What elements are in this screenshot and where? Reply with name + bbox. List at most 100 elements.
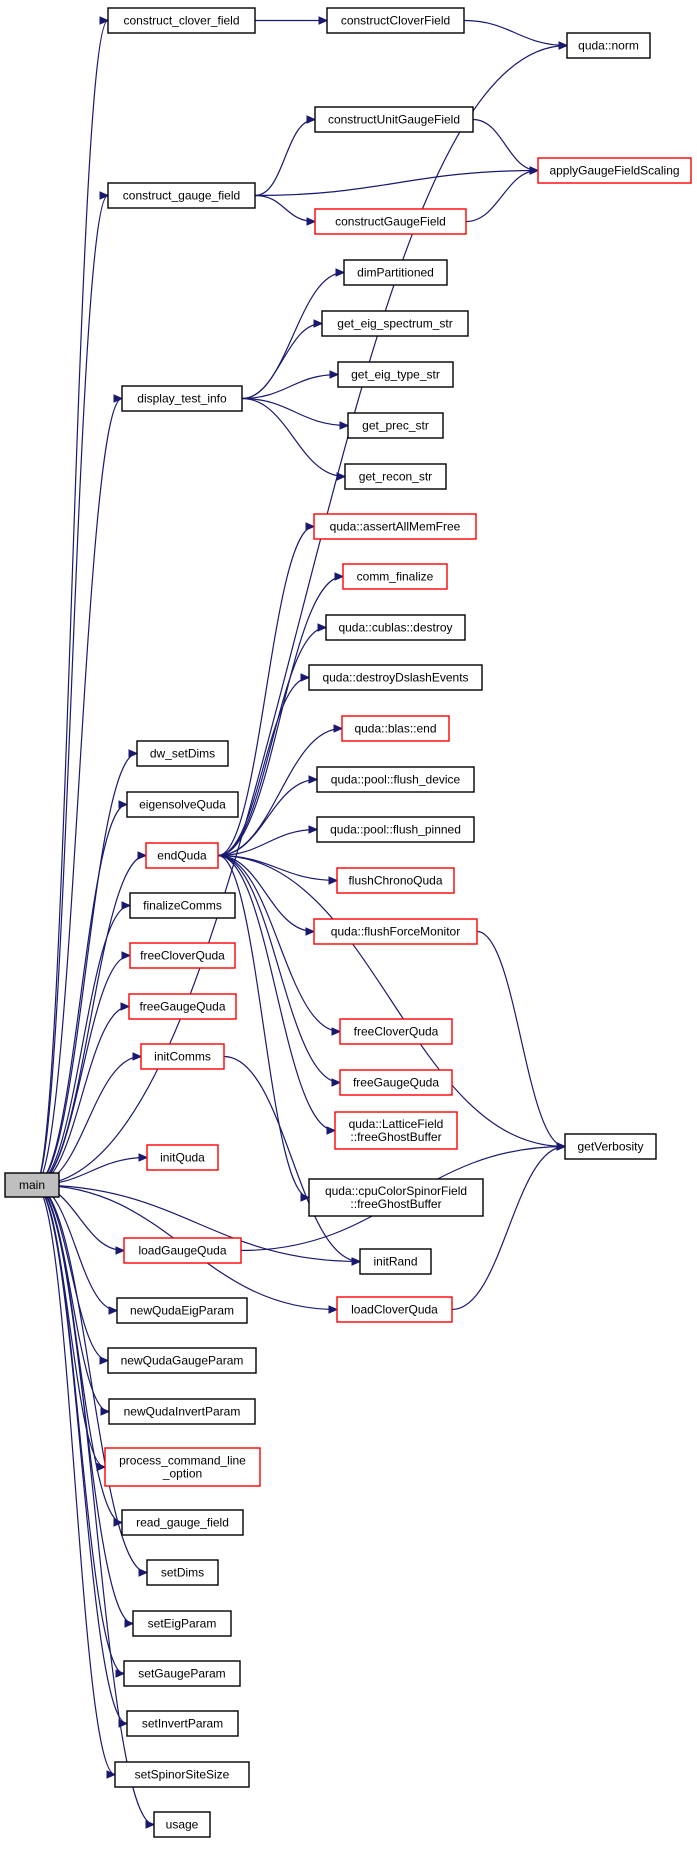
node-box[interactable] [336,867,455,894]
node-box[interactable] [140,1043,225,1070]
node-loadCloverQuda[interactable]: loadCloverQuda [336,1296,453,1323]
node-setInvertParam[interactable]: setInvertParam [126,1710,239,1737]
node-box[interactable] [337,361,454,388]
node-flush_pinned[interactable]: quda::pool::flush_pinned [316,816,475,843]
node-newQudaEigParam[interactable]: newQudaEigParam [116,1297,248,1324]
node-setGaugeParam[interactable]: setGaugeParam [123,1660,241,1687]
node-comm_finalize[interactable]: comm_finalize [342,563,448,590]
node-get_eig_type_str[interactable]: get_eig_type_str [337,361,454,388]
node-box[interactable] [359,1248,432,1275]
node-constructCloverField[interactable]: constructCloverField [326,7,465,34]
node-box[interactable] [123,1237,242,1264]
node-freeCloverQuda_r[interactable]: freeCloverQuda [339,1018,453,1045]
node-applyGaugeFieldScaling[interactable]: applyGaugeFieldScaling [537,157,692,184]
node-box[interactable] [339,1018,453,1045]
node-dw_setDims[interactable]: dw_setDims [136,740,229,767]
node-freeGaugeQuda_l[interactable]: freeGaugeQuda [128,993,237,1020]
node-box[interactable] [128,993,237,1020]
node-getVerbosity[interactable]: getVerbosity [564,1133,657,1160]
node-flushChronoQuda[interactable]: flushChronoQuda [336,867,455,894]
node-construct_clover_field[interactable]: construct_clover_field [107,7,256,34]
node-box[interactable] [108,1398,256,1425]
node-box[interactable] [136,740,229,767]
node-box[interactable] [308,664,483,691]
node-box[interactable] [114,1761,250,1788]
node-box[interactable] [308,1178,484,1217]
node-get_eig_spectrum_str[interactable]: get_eig_spectrum_str [321,310,469,337]
node-get_recon_str[interactable]: get_recon_str [344,463,447,490]
node-constructGaugeField[interactable]: constructGaugeField [314,208,467,235]
node-box[interactable] [145,842,219,869]
node-newQudaInvertParam[interactable]: newQudaInvertParam [108,1398,256,1425]
node-box[interactable] [121,1509,244,1536]
node-usage[interactable]: usage [153,1811,211,1838]
node-box[interactable] [132,1610,232,1637]
node-initQuda[interactable]: initQuda [146,1144,219,1171]
node-box[interactable] [107,7,256,34]
node-constructUnitGaugeField[interactable]: constructUnitGaugeField [314,106,474,133]
node-initRand[interactable]: initRand [359,1248,432,1275]
node-box[interactable] [4,1172,60,1198]
node-box[interactable] [342,563,448,590]
node-finalizeComms[interactable]: finalizeComms [129,892,236,919]
node-box[interactable] [313,918,478,945]
node-box[interactable] [129,942,236,969]
node-quda_norm[interactable]: quda::norm [566,32,651,59]
node-freeGaugeQuda_r[interactable]: freeGaugeQuda [339,1069,453,1096]
node-get_prec_str[interactable]: get_prec_str [347,412,444,439]
node-box[interactable] [339,1069,453,1096]
node-box[interactable] [321,310,469,337]
node-box[interactable] [121,385,243,412]
node-setDims[interactable]: setDims [146,1559,219,1586]
node-setSpinorSiteSize[interactable]: setSpinorSiteSize [114,1761,250,1788]
node-box[interactable] [314,208,467,235]
node-box[interactable] [107,1347,257,1374]
node-assertAllMemFree[interactable]: quda::assertAllMemFree [313,513,477,540]
node-latticeFreeGhost[interactable]: quda::LatticeField::freeGhostBuffer [334,1111,458,1150]
node-newQudaGaugeParam[interactable]: newQudaGaugeParam [107,1347,257,1374]
node-read_gauge_field[interactable]: read_gauge_field [121,1509,244,1536]
node-destroyDslashEvents[interactable]: quda::destroyDslashEvents [308,664,483,691]
node-box[interactable] [316,816,475,843]
node-box[interactable] [116,1297,248,1324]
node-main[interactable]: main [4,1172,60,1198]
node-box[interactable] [564,1133,657,1160]
node-process_command_line_option[interactable]: process_command_line_option [104,1447,261,1487]
node-box[interactable] [129,892,236,919]
node-box[interactable] [104,1447,261,1487]
node-box[interactable] [347,412,444,439]
node-eigensolveQuda[interactable]: eigensolveQuda [126,791,239,818]
node-blas_end[interactable]: quda::blas::end [341,715,450,742]
node-box[interactable] [126,791,239,818]
node-box[interactable] [146,1559,219,1586]
node-box[interactable] [341,715,450,742]
node-endQuda[interactable]: endQuda [145,842,219,869]
node-freeCloverQuda_l[interactable]: freeCloverQuda [129,942,236,969]
node-box[interactable] [343,259,448,286]
node-display_test_info[interactable]: display_test_info [121,385,243,412]
node-loadGaugeQuda[interactable]: loadGaugeQuda [123,1237,242,1264]
node-flush_device[interactable]: quda::pool::flush_device [316,766,475,793]
node-box[interactable] [566,32,651,59]
node-box[interactable] [336,1296,453,1323]
node-initComms[interactable]: initComms [140,1043,225,1070]
node-construct_gauge_field[interactable]: construct_gauge_field [107,182,256,209]
node-cpuFreeGhost[interactable]: quda::cpuColorSpinorField::freeGhostBuff… [308,1178,484,1217]
node-box[interactable] [126,1710,239,1737]
node-box[interactable] [334,1111,458,1150]
node-box[interactable] [325,614,466,641]
node-cublas_destroy[interactable]: quda::cublas::destroy [325,614,466,641]
node-setEigParam[interactable]: setEigParam [132,1610,232,1637]
node-flushForceMonitor[interactable]: quda::flushForceMonitor [313,918,478,945]
node-dimPartitioned[interactable]: dimPartitioned [343,259,448,286]
node-box[interactable] [316,766,475,793]
node-box[interactable] [146,1144,219,1171]
node-box[interactable] [153,1811,211,1838]
node-box[interactable] [326,7,465,34]
node-box[interactable] [107,182,256,209]
node-box[interactable] [123,1660,241,1687]
node-box[interactable] [313,513,477,540]
node-box[interactable] [314,106,474,133]
node-box[interactable] [344,463,447,490]
node-box[interactable] [537,157,692,184]
